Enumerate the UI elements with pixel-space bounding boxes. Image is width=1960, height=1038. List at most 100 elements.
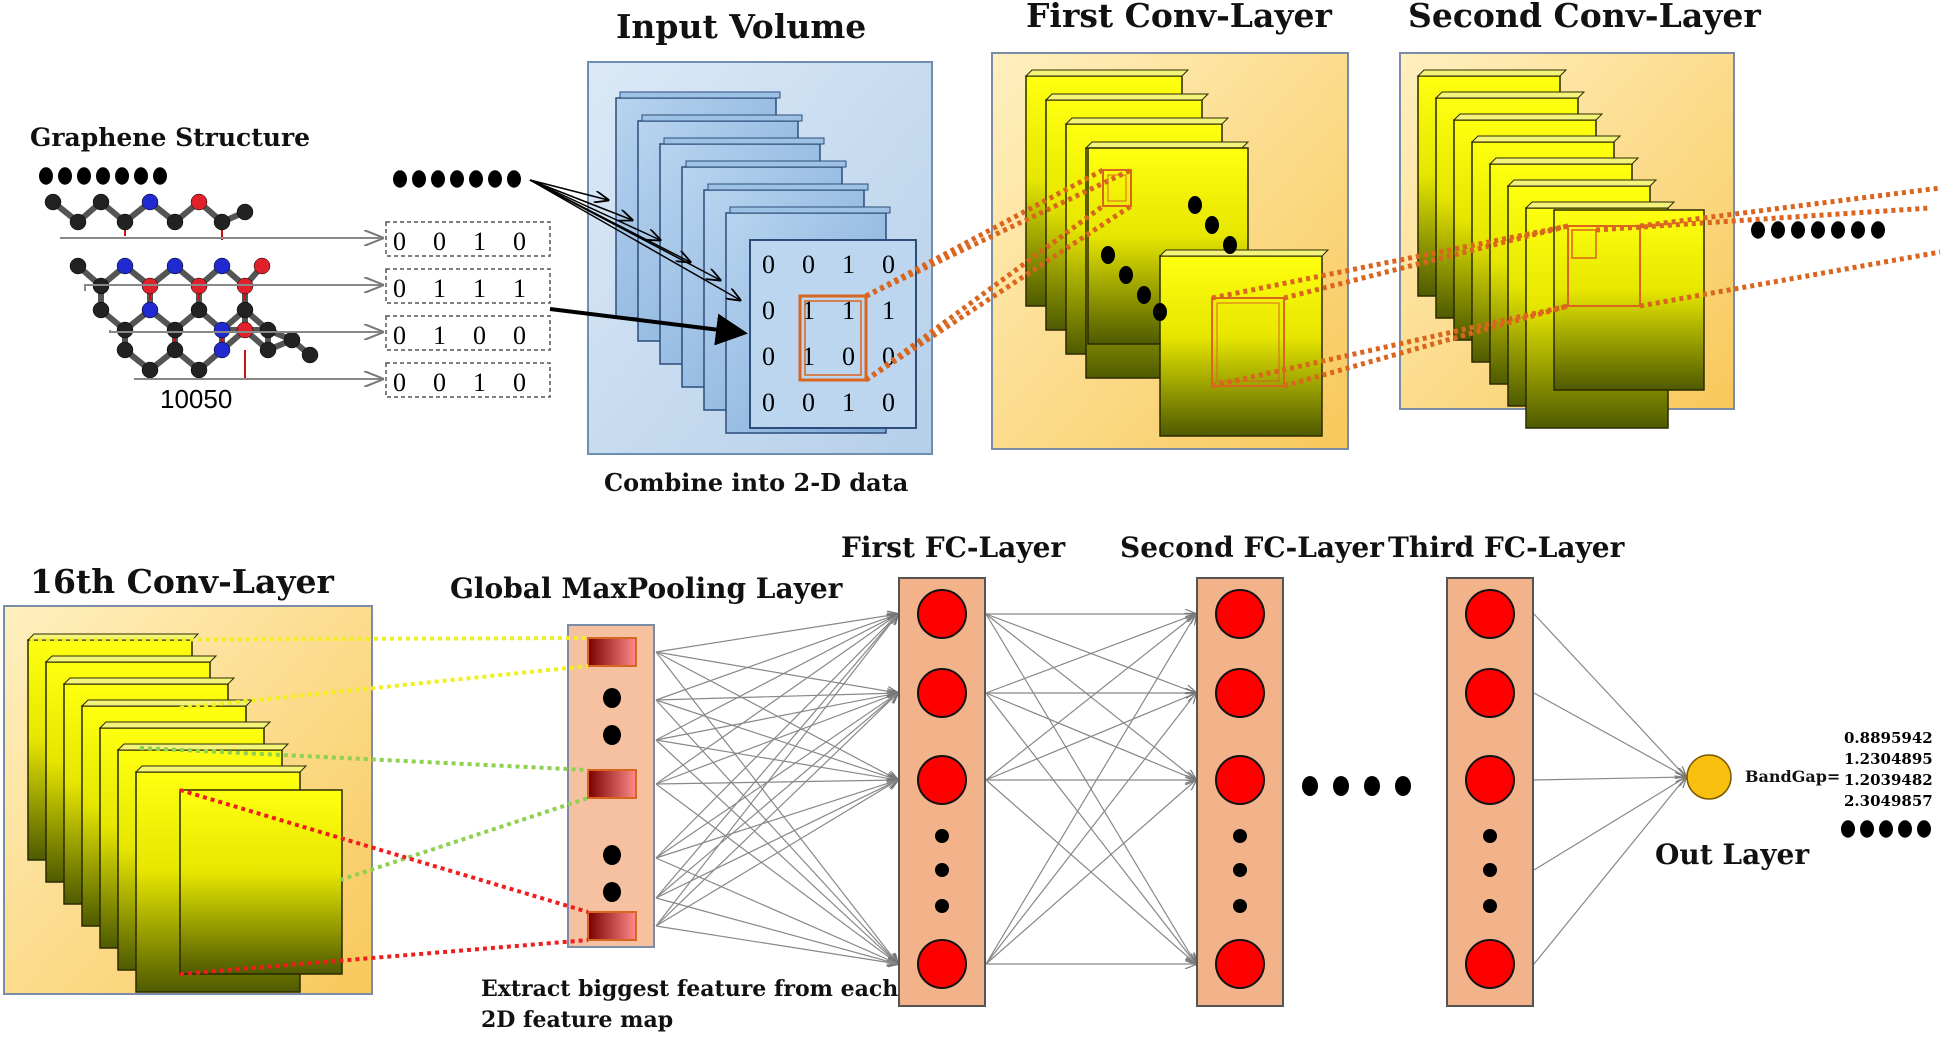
fc-edge	[985, 614, 1196, 781]
ellipsis-dot	[935, 863, 949, 877]
fc-edge	[985, 693, 1196, 965]
feature-map-edge	[1524, 201, 1676, 209]
feature-map-edge	[1470, 135, 1622, 143]
input-volume-label: Input Volume	[616, 7, 866, 46]
ellipsis-dot	[469, 170, 483, 188]
ellipsis-dot	[1302, 776, 1318, 796]
atom	[92, 193, 110, 211]
fc-edge	[985, 780, 1196, 965]
bandgap-label: BandGap=	[1745, 767, 1840, 786]
ellipsis-dot	[1811, 221, 1825, 239]
matrix-cell: 1	[882, 296, 895, 325]
ellipsis-dot	[507, 170, 521, 188]
fc-edge	[655, 780, 898, 899]
fc-edge	[985, 614, 1196, 694]
ellipsis-dot	[450, 170, 464, 188]
matrix-cell: 1	[842, 296, 855, 325]
matrix-cell: 0	[802, 250, 815, 279]
input-channel-stack	[615, 91, 917, 434]
atom	[213, 257, 231, 275]
feature-map-edge	[1044, 93, 1210, 101]
atom	[116, 341, 134, 359]
neuron	[1465, 939, 1515, 989]
ellipsis-dot	[935, 829, 949, 843]
channel-arrow	[529, 179, 740, 300]
ellipsis-dot	[153, 167, 167, 185]
first-conv-label: First Conv-Layer	[1026, 0, 1333, 35]
atom	[69, 213, 87, 231]
feature-map-edge	[44, 655, 218, 663]
fc-edge	[655, 780, 898, 859]
ellipsis-dot	[603, 882, 621, 902]
atom	[141, 301, 159, 319]
output-edge	[1533, 613, 1686, 777]
ellipsis-dot	[96, 167, 110, 185]
ellipsis-dot	[1223, 236, 1237, 254]
feature-map-edge	[1434, 91, 1586, 99]
neuron	[1215, 939, 1265, 989]
maxpool-cell	[587, 911, 637, 941]
feature-map-edge	[62, 677, 236, 685]
ellipsis-dot	[1898, 820, 1912, 838]
extract-label-line1: Extract biggest feature from each	[481, 976, 898, 1002]
binary-digit: 0	[433, 227, 446, 256]
fc-edge	[655, 614, 898, 859]
binary-digit: 0	[393, 274, 406, 303]
sequence-dots	[393, 170, 521, 188]
atom	[213, 321, 231, 339]
atom	[69, 257, 87, 275]
binary-digit: 0	[433, 368, 446, 397]
matrix-cell: 1	[842, 250, 855, 279]
continuation-dots	[1751, 221, 1885, 239]
ellipsis-dot	[935, 899, 949, 913]
neuron	[1465, 755, 1515, 805]
extract-label-line2: 2D feature map	[481, 1007, 673, 1033]
binary-digit: 0	[473, 321, 486, 350]
ellipsis-dot	[431, 170, 445, 188]
atom	[213, 341, 231, 359]
binary-digit: 0	[513, 368, 526, 397]
ellipsis-dot	[77, 167, 91, 185]
fc-edge	[655, 699, 898, 964]
ellipsis-dot	[393, 170, 407, 188]
sheet-edge	[707, 183, 869, 191]
fc-edge	[655, 614, 898, 899]
ellipsis-dot	[1137, 286, 1151, 304]
fc-edge	[655, 699, 898, 780]
ellipsis-dot	[1205, 216, 1219, 234]
fc-edge	[655, 693, 898, 785]
kernel-window	[1567, 225, 1641, 307]
bandgap-continuation-dots	[1841, 820, 1931, 838]
matrix-cell: 1	[842, 388, 855, 417]
neuron	[917, 668, 967, 718]
ellipsis-dot	[1831, 221, 1845, 239]
feature-map-edge	[1452, 113, 1604, 121]
ellipsis-dot	[134, 167, 148, 185]
atom	[116, 257, 134, 275]
atom	[116, 213, 134, 231]
projection-line	[109, 330, 382, 332]
ellipsis-dot	[1879, 820, 1893, 838]
channel-arrow	[529, 179, 608, 200]
fc-edge	[985, 614, 1196, 965]
ellipsis-dot	[58, 167, 72, 185]
fc-edge	[655, 651, 898, 693]
first-fc-label: First FC-Layer	[841, 531, 1066, 564]
fc-edge	[655, 693, 898, 741]
global-maxpool-label: Global MaxPooling Layer	[450, 572, 844, 605]
bandgap-value: 1.2039482	[1844, 771, 1933, 789]
matrix-cell: 0	[842, 342, 855, 371]
maxpool-cell	[587, 769, 637, 799]
ellipsis-dot	[412, 170, 426, 188]
projection-line	[134, 378, 382, 379]
projection-dotted-line	[1211, 303, 1569, 389]
ellipsis-dot	[1483, 899, 1497, 913]
sheet-edge	[685, 160, 847, 168]
ellipsis-dot	[1233, 899, 1247, 913]
maxpool-projection-line	[29, 636, 589, 642]
atom	[141, 193, 159, 211]
output-neuron	[1686, 754, 1732, 800]
fc-edge	[655, 739, 898, 780]
